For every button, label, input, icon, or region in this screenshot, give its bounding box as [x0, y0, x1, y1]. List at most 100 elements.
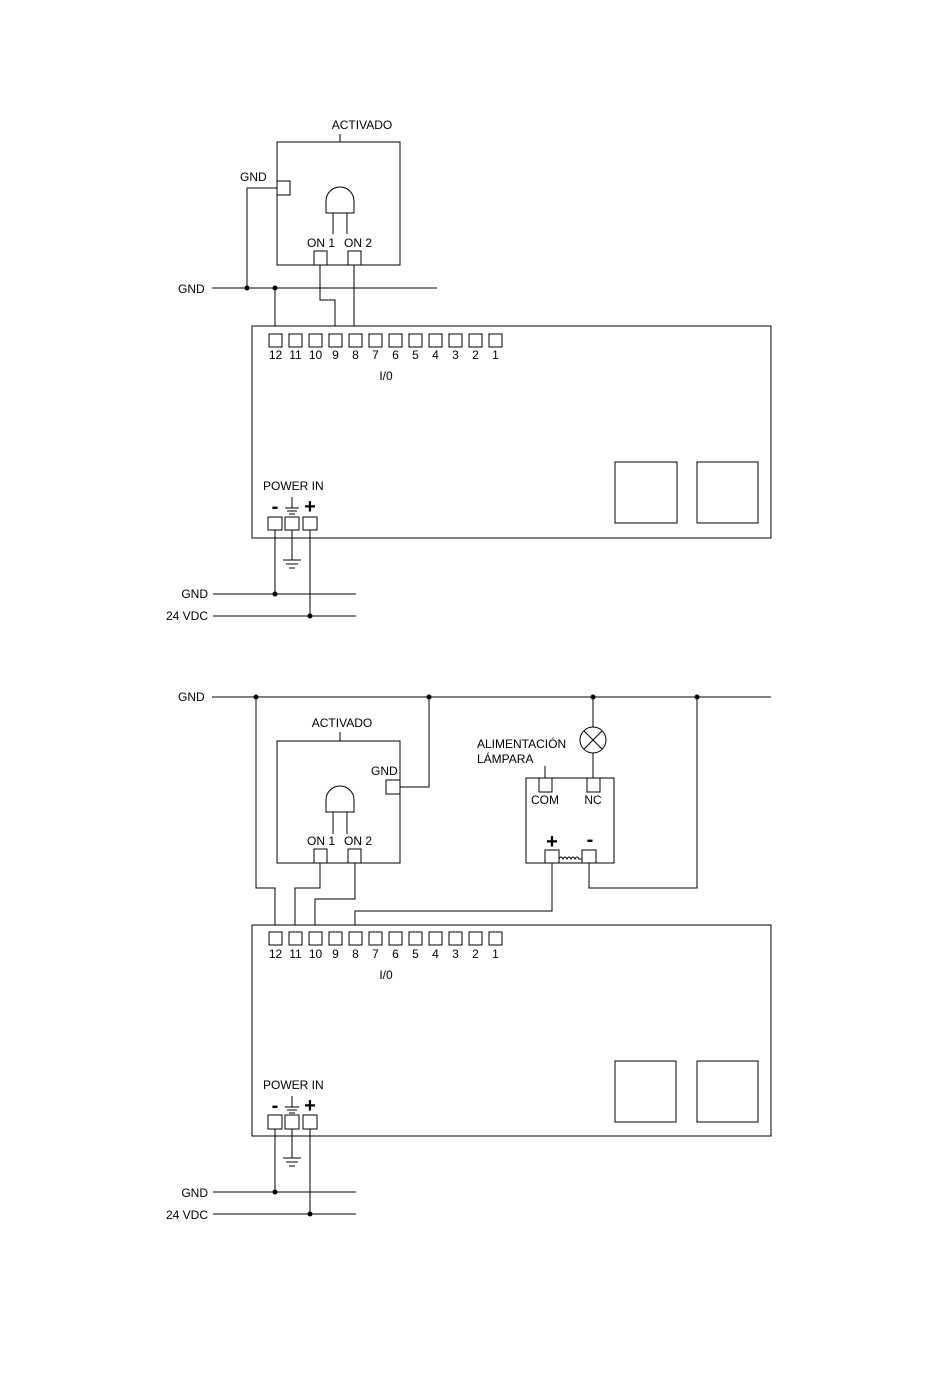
- io-terminal: [309, 334, 322, 347]
- io-terminal-label: 9: [332, 348, 339, 362]
- io-terminal: [329, 932, 342, 945]
- power-in-label: POWER IN: [263, 479, 324, 493]
- io-terminal-label: 12: [269, 348, 283, 362]
- io-terminal: [429, 334, 442, 347]
- power-plus-symbol: +: [304, 496, 316, 518]
- io-terminal-label: 9: [332, 947, 339, 961]
- io-terminal-label: 10: [309, 947, 323, 961]
- io-terminal-label: 11: [289, 348, 302, 362]
- power-minus-symbol: -: [272, 496, 279, 518]
- relay-minus-symbol: -: [587, 829, 594, 851]
- power-plus-terminal: [303, 517, 317, 530]
- io-terminal: [409, 334, 422, 347]
- io-terminal: [269, 334, 282, 347]
- controller-box: [252, 925, 771, 1136]
- io-terminal: [369, 932, 382, 945]
- display-module-right: [697, 462, 758, 523]
- io-terminal-label: 5: [412, 348, 419, 362]
- diagram-1: ACTIVADO ON 1 ON 2 GND GND: [166, 118, 771, 623]
- io-terminal-label: 6: [392, 348, 399, 362]
- io-terminal: [269, 932, 282, 945]
- io-terminal-label: 5: [412, 947, 419, 961]
- io-terminal: [389, 932, 402, 945]
- io-terminal: [449, 334, 462, 347]
- controller-2: 12 11 10 9 8 7 6 5 4 3 2 1 I/0 POWER IN …: [252, 925, 771, 1136]
- controller-1: 12 11 10 9 8 7 6 5 4 3 2 1 I/0 POWER IN …: [252, 326, 771, 538]
- io-terminal-label: 6: [392, 947, 399, 961]
- relay-minus-terminal: [582, 850, 596, 863]
- power-plus-symbol: +: [304, 1095, 316, 1117]
- io-terminal: [329, 334, 342, 347]
- io-terminal: [489, 334, 502, 347]
- diagram-2: GND ACTIVADO ON 1 ON 2 GND ALIMENTACIÓN …: [166, 690, 771, 1222]
- display-module-right: [697, 1061, 758, 1122]
- power-in-label: POWER IN: [263, 1078, 324, 1092]
- io-terminal: [369, 334, 382, 347]
- sensor-gnd-terminal: [277, 181, 290, 195]
- supply-gnd-label: GND: [181, 587, 208, 601]
- lamp-power-label: ALIMENTACIÓN: [477, 736, 566, 751]
- activado-label: ACTIVADO: [332, 118, 392, 132]
- sensor-box: [277, 741, 400, 863]
- power-ground-terminal: [285, 1115, 299, 1129]
- com-label: COM: [531, 793, 559, 807]
- io-terminal: [429, 932, 442, 945]
- sensor-gnd-label: GND: [240, 170, 267, 184]
- on2-terminal: [348, 251, 361, 265]
- io-terminal-label: 3: [452, 348, 459, 362]
- io-terminal: [289, 932, 302, 945]
- sensor-module: ACTIVADO ON 1 ON 2 GND: [277, 716, 400, 863]
- sensor-gnd-label: GND: [371, 764, 398, 778]
- on1-terminal: [314, 251, 327, 265]
- io-terminal: [289, 334, 302, 347]
- io-terminal-label: 4: [432, 348, 439, 362]
- on1-terminal: [314, 849, 327, 863]
- io-terminal-label: 1: [492, 947, 499, 961]
- activado-label: ACTIVADO: [312, 716, 372, 730]
- io-terminal: [349, 334, 362, 347]
- io-terminal-label: 1: [492, 348, 499, 362]
- earth-ground-icon: [283, 560, 301, 568]
- io-terminal: [389, 334, 402, 347]
- io-terminal-label: 2: [472, 348, 479, 362]
- sensor-gnd-terminal: [386, 780, 400, 794]
- lamp-power-label: LÁMPARA: [477, 751, 533, 766]
- on1-label: ON 1: [307, 834, 335, 848]
- io-terminal-label: 7: [372, 348, 379, 362]
- io-terminal-label: 8: [352, 348, 359, 362]
- display-module-left: [615, 1061, 676, 1122]
- lamp-icon: [580, 727, 606, 753]
- display-module-left: [615, 462, 677, 523]
- nc-label: NC: [584, 793, 602, 807]
- power-minus-terminal: [268, 1115, 282, 1129]
- io-terminal: [469, 932, 482, 945]
- nc-terminal: [587, 778, 600, 792]
- power-ground-terminal: [285, 517, 299, 530]
- on2-terminal: [348, 849, 361, 863]
- power-plus-terminal: [303, 1115, 317, 1129]
- sensor-module: ACTIVADO ON 1 ON 2 GND: [240, 118, 400, 265]
- on1-label: ON 1: [307, 236, 335, 250]
- com-terminal: [539, 778, 552, 792]
- io-terminal: [489, 932, 502, 945]
- gnd-bus-label: GND: [178, 282, 205, 296]
- io-label: I/0: [379, 369, 393, 383]
- io-terminal-label: 7: [372, 947, 379, 961]
- io-terminal: [409, 932, 422, 945]
- io-terminal: [309, 932, 322, 945]
- sensor-box: [277, 142, 400, 265]
- relay-plus-terminal: [545, 850, 559, 863]
- io-terminal: [349, 932, 362, 945]
- io-terminal-label: 12: [269, 947, 283, 961]
- io-terminal: [449, 932, 462, 945]
- relay-module: ALIMENTACIÓN LÁMPARA COM NC + -: [477, 727, 614, 863]
- controller-box: [252, 326, 771, 538]
- supply-vdc-label: 24 VDC: [166, 609, 208, 623]
- io-terminal: [469, 334, 482, 347]
- power-minus-symbol: -: [272, 1095, 279, 1117]
- io-label: I/0: [379, 968, 393, 982]
- io-terminal-label: 3: [452, 947, 459, 961]
- io-terminal-label: 2: [472, 947, 479, 961]
- on2-label: ON 2: [344, 236, 372, 250]
- earth-ground-icon: [283, 1158, 301, 1166]
